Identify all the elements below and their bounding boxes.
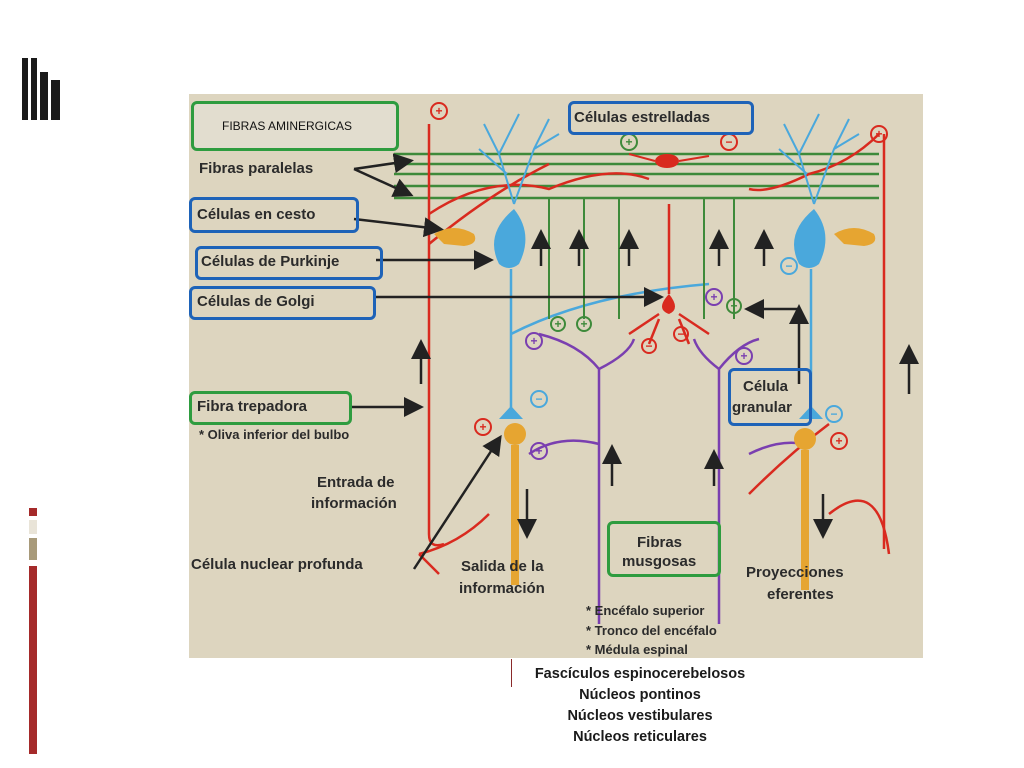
fibras-aminergicas-label: FIBRAS AMINERGICAS [222, 119, 353, 133]
deep-nuclear-cells [504, 423, 816, 590]
svg-text:+: + [435, 104, 442, 118]
celulas-de-purkinje-box [195, 246, 383, 280]
fibras-aminergicas-box [191, 101, 399, 151]
celulas-de-golgi-box [189, 286, 376, 320]
svg-text:+: + [530, 334, 537, 348]
svg-text:−: − [677, 327, 684, 341]
encefalo-superior-label: * Encéfalo superior [586, 603, 705, 618]
salida-label-2: información [459, 580, 545, 597]
caption-line: Núcleos pontinos [579, 687, 701, 703]
svg-text:+: + [479, 420, 486, 434]
caption-divider [511, 659, 512, 687]
celulas-estrelladas-box [568, 101, 754, 135]
celula-nuclear-label: Célula nuclear profunda [191, 556, 363, 573]
fibras-musgosas-label-1: Fibras [637, 534, 683, 551]
caption-block: Fascículos espinocerebelosos Núcleos pon… [505, 664, 775, 748]
celulas-estrelladas-label: Células estrelladas [574, 109, 710, 126]
fibras-paralelas-label: Fibras paralelas [199, 160, 314, 177]
celulas-de-golgi-label: Células de Golgi [197, 293, 315, 310]
svg-text:+: + [554, 317, 561, 331]
proyecciones-label-1: Proyecciones [746, 564, 844, 581]
svg-text:+: + [835, 434, 842, 448]
golgi-cell [662, 294, 675, 314]
celula-granular-label-2: granular [732, 399, 793, 416]
basket-cell-left [434, 228, 476, 246]
slide-corner-icon [22, 58, 60, 120]
celulas-en-cesto-box [189, 197, 359, 233]
svg-text:+: + [740, 349, 747, 363]
sign-markers: + + + − − − − + + + + + + + + + − − [430, 102, 888, 460]
purkinje-cell-left [494, 209, 526, 268]
svg-text:+: + [730, 299, 737, 313]
purkinje-cell-right [794, 209, 826, 268]
svg-text:−: − [645, 339, 652, 353]
svg-text:+: + [535, 444, 542, 458]
caption-line: Fascículos espinocerebelosos [534, 666, 746, 682]
entrada-label-2: información [311, 495, 397, 512]
caption-line: Núcleos reticulares [573, 729, 707, 745]
celulas-en-cesto-label: Células en cesto [197, 206, 316, 223]
stellate-cell [655, 154, 679, 168]
svg-text:−: − [785, 259, 792, 273]
svg-text:+: + [875, 127, 882, 141]
fibra-trepadora-box [189, 391, 352, 425]
oliva-inferior-label: * Oliva inferior del bulbo [199, 427, 350, 442]
cerebellum-circuit-diagram: + + + − − − − + + + + + + + + + − − [189, 94, 923, 658]
celula-granular-label-1: Célula [743, 378, 789, 395]
tronco-encefalo-label: * Tronco del encéfalo [586, 623, 717, 638]
purkinje-dendrites [478, 113, 860, 205]
signal-arrows [349, 153, 919, 570]
svg-text:+: + [580, 317, 587, 331]
salida-label-1: Salida de la [461, 558, 544, 575]
entrada-label-1: Entrada de [317, 474, 395, 491]
celula-granular-box [728, 368, 812, 426]
fibras-musgosas-box [607, 521, 721, 577]
basket-cell-right [834, 228, 876, 246]
svg-text:+: + [625, 135, 632, 149]
svg-text:−: − [535, 392, 542, 406]
circuit-drawing: + + + − − − − + + + + + + + + + − − [349, 102, 919, 624]
fibras-musgosas-label-2: musgosas [622, 553, 697, 570]
svg-text:+: + [710, 290, 717, 304]
proyecciones-label-2: eferentes [767, 586, 834, 603]
svg-text:−: − [725, 135, 732, 149]
caption-line: Núcleos vestibulares [567, 708, 713, 724]
celulas-de-purkinje-label: Células de Purkinje [201, 253, 340, 270]
medula-espinal-label: * Médula espinal [586, 642, 688, 657]
svg-text:−: − [830, 407, 837, 421]
fibra-trepadora-label: Fibra trepadora [197, 398, 308, 415]
